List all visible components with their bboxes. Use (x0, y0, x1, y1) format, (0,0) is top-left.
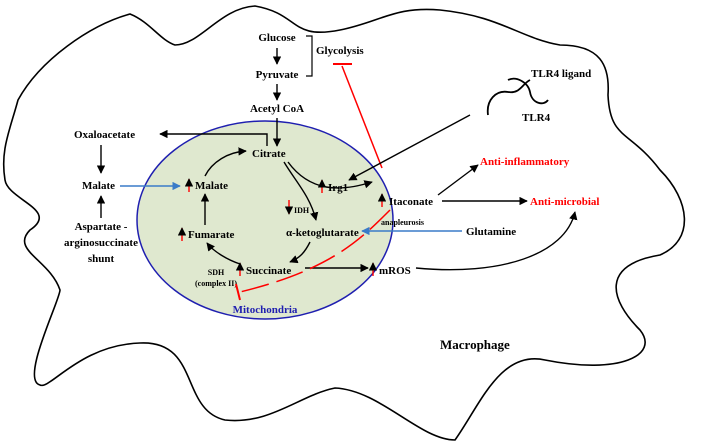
succinate-label: Succinate (246, 265, 291, 277)
malate-mito-label: Malate (195, 180, 228, 192)
irg1-label: Irg1 (328, 182, 348, 194)
itaconate-inhibits-glycolysis-line (341, 65, 383, 169)
aspartate-label-line1: Aspartate - (75, 221, 128, 233)
citrate-to-oxaloacetate-arrow (159, 129, 268, 146)
pyruvate-label: Pyruvate (256, 69, 299, 81)
mitochondria-label: Mitochondria (233, 304, 298, 316)
aspartate-label-line2: arginosuccinate (64, 237, 138, 249)
acetyl-coa-label: Acetyl CoA (250, 103, 304, 115)
sdh-inhibition-bar (235, 283, 241, 301)
fumarate-label: Fumarate (188, 229, 235, 241)
akg-label: α-ketoglutarate (286, 227, 359, 239)
glucose-label: Glucose (258, 32, 295, 44)
malate-cyto-label: Malate (82, 180, 115, 192)
tlr4-receptor-icon (486, 79, 531, 116)
succinate-to-fumarate-arrow (206, 242, 241, 265)
sdh-label-line1: SDH (208, 268, 225, 277)
tlr4-to-irg1-arrow (348, 114, 471, 181)
macrophage-label: Macrophage (440, 337, 510, 352)
tlr4-label: TLR4 (522, 112, 551, 124)
glycolysis-bracket (306, 35, 313, 77)
anti-microbial-label: Anti-microbial (530, 196, 599, 208)
itaconate-to-antiinflammatory-arrow (437, 164, 479, 196)
oxaloacetate-label: Oxaloacetate (74, 129, 135, 141)
glycolysis-label: Glycolysis (316, 45, 364, 57)
tlr4-ligand-label: TLR4 ligand (531, 68, 591, 80)
mitochondria-organelle (136, 120, 394, 320)
citrate-label: Citrate (252, 148, 286, 160)
tlr4-ligand-icon (507, 77, 549, 105)
macrophage-membrane (2, 5, 686, 441)
idh-label: IDH (294, 206, 310, 215)
anti-inflammatory-label: Anti-inflammatory (480, 156, 570, 168)
mros-to-antimicrobial-arrow (415, 211, 578, 271)
aspartate-label-line3: shunt (88, 253, 115, 265)
sdh-label-line2: (complex II) (195, 279, 237, 288)
akg-to-succinate-arrow (289, 241, 311, 264)
citrate-to-itaconate-arrow (287, 161, 373, 189)
anapleurosis-label: anapleurosis (381, 218, 424, 227)
citrate-to-akg-arrow (283, 161, 319, 221)
itaconate-inhibits-sdh-line (239, 209, 391, 293)
mros-label: mROS (379, 265, 411, 277)
malate-to-citrate-arrow (204, 147, 247, 177)
glutamine-label: Glutamine (466, 226, 516, 238)
itaconate-label: Itaconate (389, 196, 433, 208)
